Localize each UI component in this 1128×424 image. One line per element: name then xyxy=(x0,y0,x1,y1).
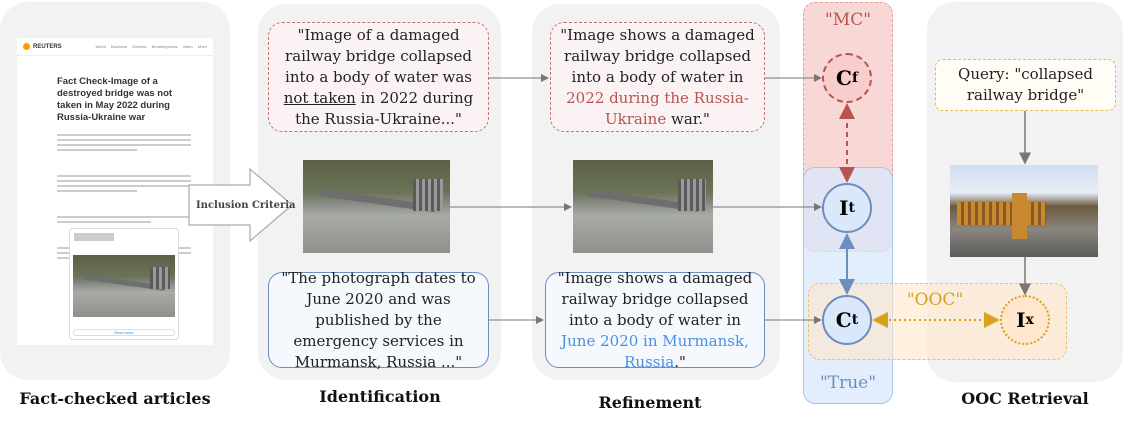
article-brand: REUTERS xyxy=(33,43,62,50)
inclusion-arrow xyxy=(188,168,293,242)
reuters-logo-icon xyxy=(23,43,30,50)
tweet-photo xyxy=(73,255,175,317)
inclusion-criteria-label: Inclusion Criteria xyxy=(196,200,296,211)
true-label: "True" xyxy=(819,373,877,393)
article-screenshot: REUTERS World Business Markets Breakingv… xyxy=(17,38,213,345)
article-nav: World Business Markets Breakingviews Vid… xyxy=(95,44,207,49)
identification-image xyxy=(303,160,450,253)
label-fact-checked-articles: Fact-checked articles xyxy=(19,389,211,408)
label-identification: Identification xyxy=(319,387,441,406)
mc-label: "MC" xyxy=(824,10,872,30)
article-headline[interactable]: Fact Check-Image of a destroyed bridge w… xyxy=(57,76,173,123)
tweet-read-more[interactable]: Read more xyxy=(73,329,175,336)
identification-true-caption: "The photograph dates to June 2020 and w… xyxy=(268,269,489,371)
label-ooc-retrieval: OOC Retrieval xyxy=(961,389,1089,408)
ooc-label: "OOC" xyxy=(906,290,964,310)
refinement-true-caption: "Image shows a damaged railway bridge co… xyxy=(545,269,765,371)
query-box: Query: "collapsed railway bridge" xyxy=(935,59,1116,111)
identification-false-caption: "Image of a damaged railway bridge colla… xyxy=(268,22,489,132)
retrieved-image xyxy=(950,165,1098,257)
embedded-tweet: Read more xyxy=(69,228,179,340)
refinement-false-caption: "Image shows a damaged railway bridge co… xyxy=(550,22,765,132)
label-refinement: Refinement xyxy=(598,393,702,412)
refinement-image xyxy=(573,160,713,253)
